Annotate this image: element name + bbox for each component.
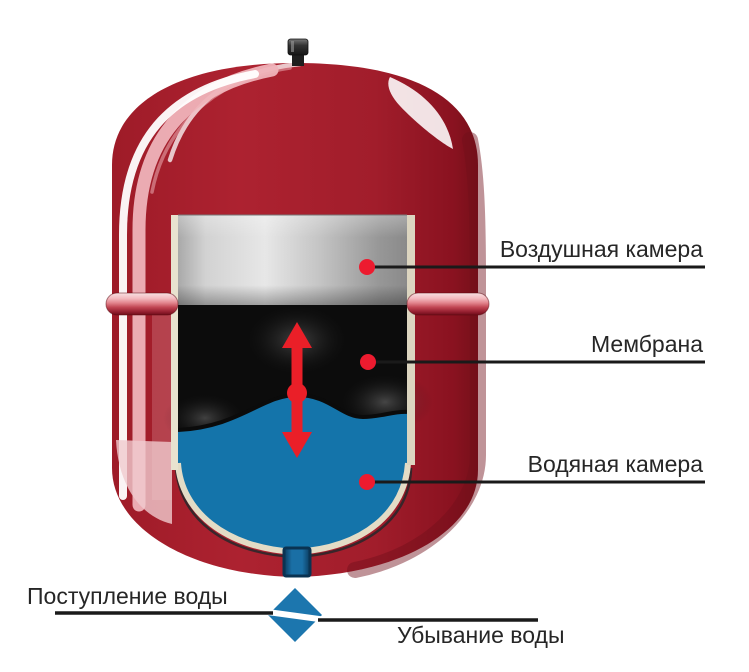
dome-highlight [388, 77, 453, 149]
tank-cutaway [163, 214, 433, 559]
callout-label-air-chamber: Воздушная камера [499, 236, 703, 262]
flow-label-outflow: Убывание воды [397, 622, 565, 648]
membrane-motion-arrows-icon [282, 322, 312, 458]
flow-annotation [55, 588, 538, 642]
cut-edge-left [171, 215, 178, 470]
callout-dots [359, 259, 376, 490]
up-arrow-icon [282, 322, 312, 348]
callout-label-water-chamber: Водяная камера [527, 451, 703, 477]
water-pipe-stub [282, 546, 312, 578]
water-chamber-region [178, 395, 407, 553]
callout-lines [367, 265, 705, 484]
down-arrow-icon [282, 432, 312, 458]
callout-dot-water-chamber [359, 474, 375, 490]
callout-dot-air-chamber [359, 259, 375, 275]
membrane-edge-line [177, 392, 408, 432]
callout-label-membrane: Мембрана [590, 331, 703, 357]
flow-label-inflow: Поступление воды [27, 583, 228, 609]
membrane-center-dot [287, 383, 307, 403]
callout-dot-membrane [360, 354, 376, 370]
cut-edge-right [407, 215, 415, 465]
tank-seam-band [105, 292, 490, 316]
air-valve-icon [287, 38, 309, 66]
